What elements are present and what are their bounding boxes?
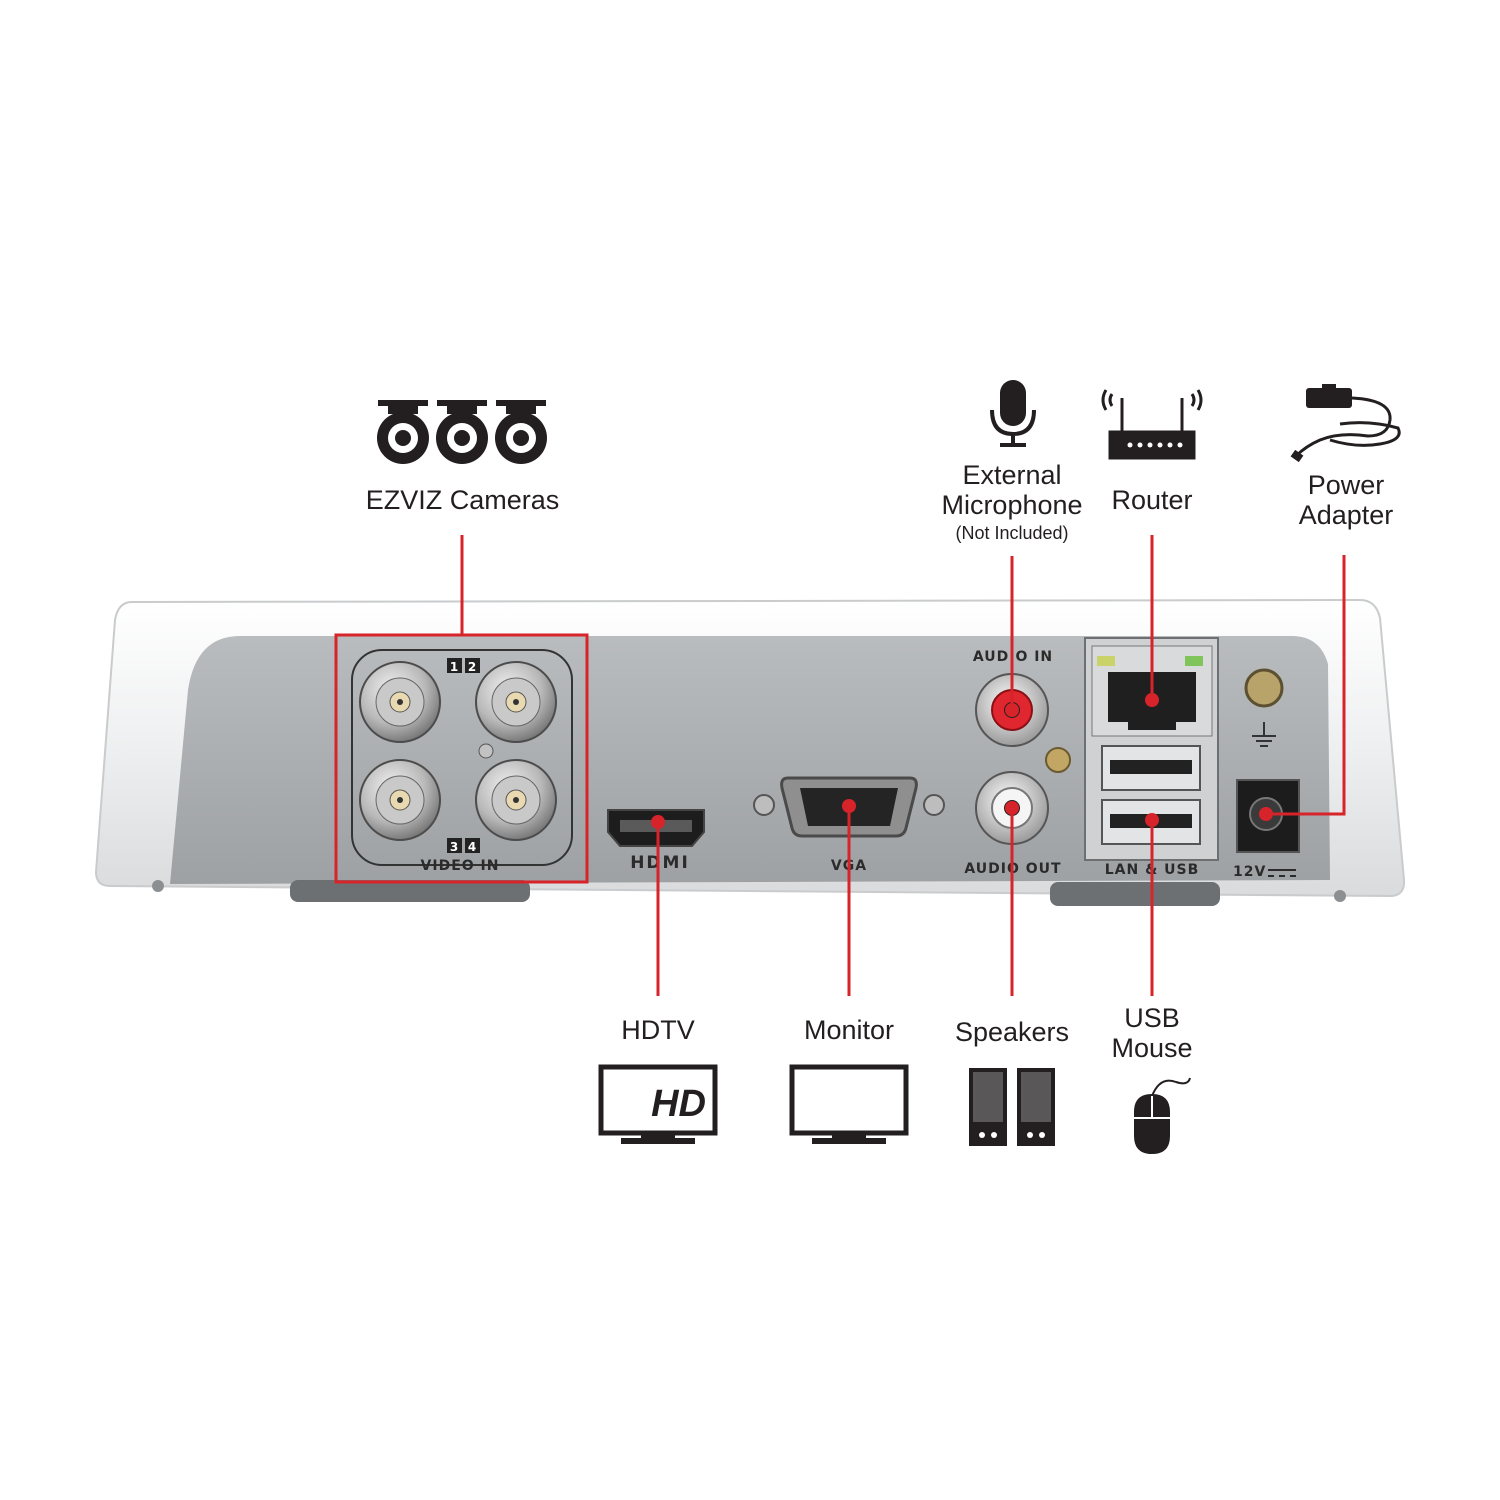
power-callout-label-line2: Adapter bbox=[1298, 500, 1394, 530]
router-icon bbox=[1101, 389, 1203, 460]
channel-badge-1 bbox=[447, 658, 462, 673]
microphone-icon bbox=[990, 380, 1036, 447]
callout-line-power bbox=[1266, 555, 1346, 816]
ground-screw bbox=[1244, 668, 1284, 708]
bnc-port-2 bbox=[475, 661, 557, 743]
video-in-label: VIDEO IN bbox=[421, 858, 500, 874]
power-label: 12V bbox=[1233, 864, 1266, 880]
speakers-icon bbox=[969, 1068, 1055, 1146]
hdtv-callout-label: HDTV bbox=[621, 1015, 695, 1045]
usb-callout-label-line2: Mouse bbox=[1111, 1033, 1193, 1063]
speakers-callout-label: Speakers bbox=[954, 1017, 1070, 1047]
usb-port-top bbox=[1101, 745, 1201, 791]
channel-label-4: 4 bbox=[468, 840, 477, 854]
dc-symbol bbox=[1268, 869, 1296, 877]
device-screw-bottom-left bbox=[152, 880, 164, 892]
ground-symbol bbox=[1252, 722, 1276, 747]
microphone-callout-label-line1: External bbox=[962, 460, 1062, 490]
bnc-port-1 bbox=[359, 661, 441, 743]
cameras-callout-label: EZVIZ Cameras bbox=[365, 485, 560, 515]
channel-badge-2 bbox=[465, 658, 480, 673]
video-in-center-screw bbox=[478, 743, 494, 759]
channel-label-2: 2 bbox=[468, 660, 477, 674]
bullet-camera-icon bbox=[377, 400, 547, 464]
bnc-port-3 bbox=[359, 759, 441, 841]
monitor-icon bbox=[789, 1064, 909, 1144]
microphone-callout-label-line2: Microphone bbox=[941, 490, 1083, 520]
power-callout-label-line1: Power bbox=[1307, 470, 1385, 500]
callout-lines bbox=[460, 535, 1346, 996]
monitor-callout-label: Monitor bbox=[803, 1015, 895, 1045]
bullet-camera-icon-2 bbox=[436, 400, 488, 464]
microphone-callout-note: (Not Included) bbox=[955, 523, 1069, 543]
device-foot-left bbox=[290, 880, 530, 902]
hd-badge: HD bbox=[651, 1083, 706, 1125]
power-adapter-icon bbox=[1290, 384, 1401, 463]
video-in-ports: 1 2 3 4 VIDEO IN bbox=[334, 633, 589, 884]
mouse-icon bbox=[1134, 1077, 1191, 1154]
channel-label-3: 3 bbox=[450, 840, 459, 854]
channel-badge-4 bbox=[465, 838, 480, 853]
hdmi-label: HDMI bbox=[630, 853, 690, 873]
video-in-outline bbox=[351, 649, 573, 866]
audio-screw bbox=[1045, 747, 1071, 773]
callout-dots bbox=[651, 693, 1273, 829]
bullet-camera-icon-1 bbox=[377, 400, 429, 464]
lan-usb-ports: LAN & USB bbox=[1084, 637, 1219, 878]
device-screw-bottom-right bbox=[1334, 890, 1346, 902]
channel-badge-3 bbox=[447, 838, 462, 853]
bnc-port-4 bbox=[475, 759, 557, 841]
channel-label-1: 1 bbox=[450, 660, 459, 674]
router-callout-label: Router bbox=[1111, 485, 1193, 515]
hd-tv-icon: HD bbox=[598, 1064, 718, 1144]
bullet-camera-icon-3 bbox=[495, 400, 547, 464]
usb-callout-label-line1: USB bbox=[1124, 1003, 1180, 1033]
device-foot-right bbox=[1050, 882, 1220, 906]
